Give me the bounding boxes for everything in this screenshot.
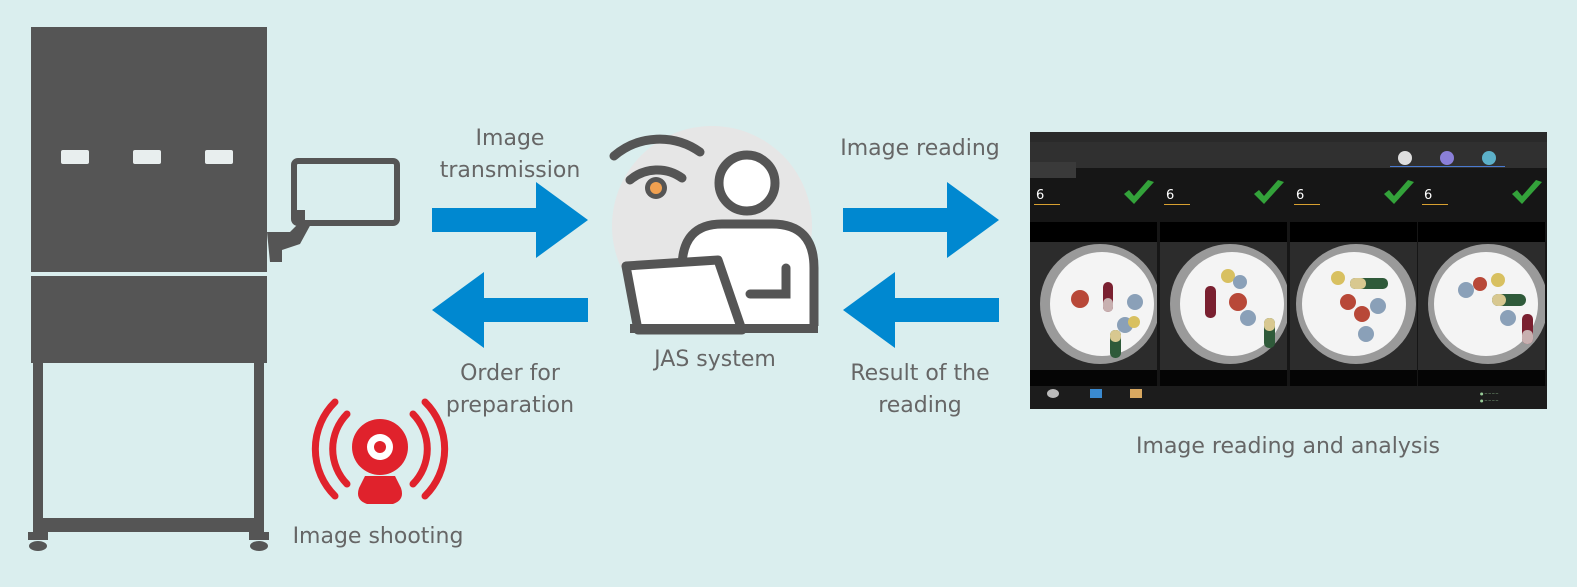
jas-system-label: JAS system (654, 347, 776, 372)
arrow-left-icon (843, 272, 999, 348)
image-transmission-line1: Image (475, 126, 545, 151)
pill-dish (1040, 244, 1157, 364)
machine-upper-cabinet (31, 27, 267, 272)
result-of-reading-label: Result of the reading (820, 358, 1020, 422)
camera-icon (311, 398, 449, 504)
machine-lower-cabinet (31, 276, 267, 363)
pill-count: 6 (1036, 188, 1045, 203)
image-reading-analysis-label: Image reading and analysis (1136, 434, 1440, 459)
machine-monitor (291, 158, 400, 226)
jas-system-icon (609, 126, 819, 335)
result-line1: Result of the (850, 361, 990, 386)
machine-slot (133, 150, 161, 164)
pill-count: 6 (1296, 188, 1305, 203)
check-icon (1384, 180, 1414, 204)
screen-footer: ● ─ ─ ─ ─ ● ─ ─ ─ ─ (1030, 386, 1547, 409)
analysis-screenshot: 6 6 (1030, 132, 1547, 409)
gear-icon (1440, 151, 1454, 165)
result-column: 6 (1418, 180, 1545, 390)
image-shooting-label: Image shooting (292, 524, 464, 549)
result-column: 6 (1160, 180, 1287, 390)
image-reading-label: Image reading (840, 136, 1000, 161)
pill-dish (1296, 244, 1416, 364)
result-column: 6 (1290, 180, 1417, 390)
arrow-right-icon (843, 182, 999, 258)
screen-header (1030, 142, 1547, 168)
check-icon (1254, 180, 1284, 204)
machine-slot (205, 150, 233, 164)
arrow-right-icon (432, 182, 588, 258)
nav-icon (1398, 151, 1412, 165)
image-transmission-line2: transmission (439, 158, 581, 183)
order-line2: preparation (445, 393, 575, 418)
order-for-preparation-label: Order for preparation (420, 358, 600, 422)
pill-dish (1170, 244, 1287, 364)
check-icon (1124, 180, 1154, 204)
screen-tab (1030, 162, 1076, 178)
pill-count: 6 (1424, 188, 1433, 203)
order-line1: Order for (460, 361, 560, 386)
dispensing-machine (28, 27, 400, 551)
folder-icon (1130, 389, 1142, 398)
monitor-icon (1090, 389, 1102, 398)
pill-count: 6 (1166, 188, 1175, 203)
nav-icon (1047, 389, 1059, 398)
result-line2: reading (878, 393, 962, 418)
image-transmission-label: Image transmission (420, 123, 600, 187)
result-column: 6 (1030, 180, 1157, 390)
pill-dish (1428, 244, 1545, 364)
machine-slot (61, 150, 89, 164)
check-icon (1512, 180, 1542, 204)
arrow-left-icon (432, 272, 588, 348)
nav-icon (1482, 151, 1496, 165)
